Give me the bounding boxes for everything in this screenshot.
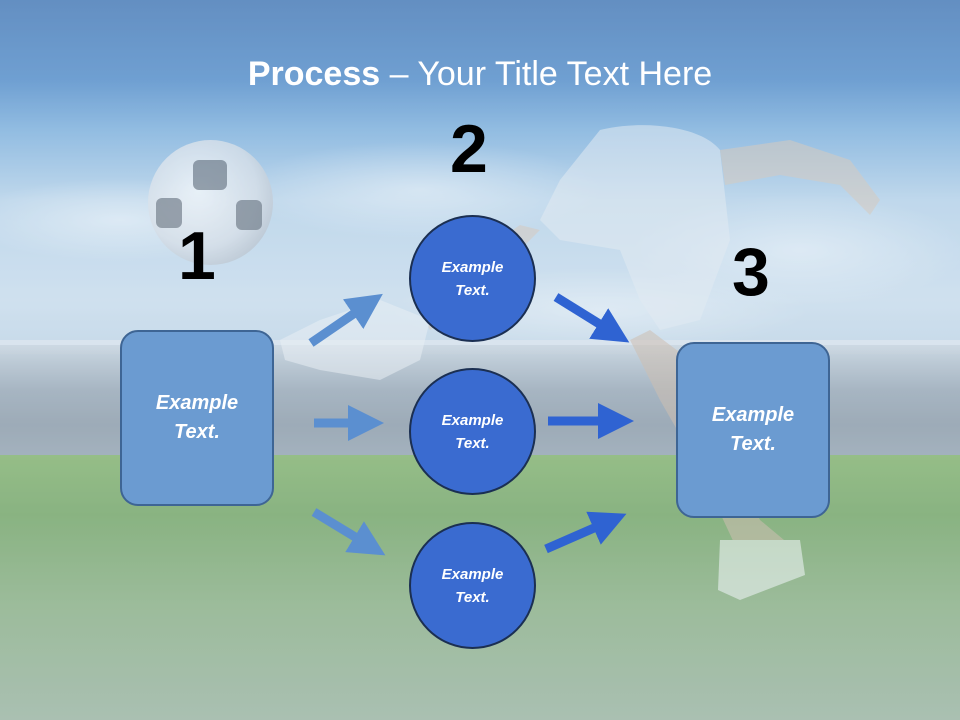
step-number-3: 3 [732, 234, 770, 310]
slide-title: Process – Your Title Text Here [0, 55, 960, 94]
step-number-2: 2 [450, 111, 488, 187]
step-1-text-line2: Text. [174, 421, 220, 443]
circle-middle-text-line2: Text. [455, 434, 490, 452]
arrow-1-to-top [308, 293, 383, 347]
circle-top-text-line1: Example [441, 258, 504, 276]
arrow-1-to-bottom [311, 508, 386, 556]
step-3-text-line1: Example [711, 404, 795, 426]
title-bold: Process [247, 55, 381, 93]
step-3-text-line2: Text. [730, 433, 776, 455]
circle-top-text-line2: Text. [455, 281, 490, 299]
step-1-text-line1: Example [155, 392, 239, 414]
title-rest: – Your Title Text Here [380, 55, 713, 93]
arrow-top-to-3 [553, 293, 630, 343]
circle-bottom-text-line1: Example [441, 565, 504, 583]
circle-middle-text-line1: Example [441, 411, 504, 429]
soccer-ball-image [148, 140, 273, 265]
step-number-1: 1 [178, 218, 216, 294]
arrow-bottom-to-3 [544, 511, 627, 554]
circle-bottom-text-line2: Text. [455, 588, 490, 606]
